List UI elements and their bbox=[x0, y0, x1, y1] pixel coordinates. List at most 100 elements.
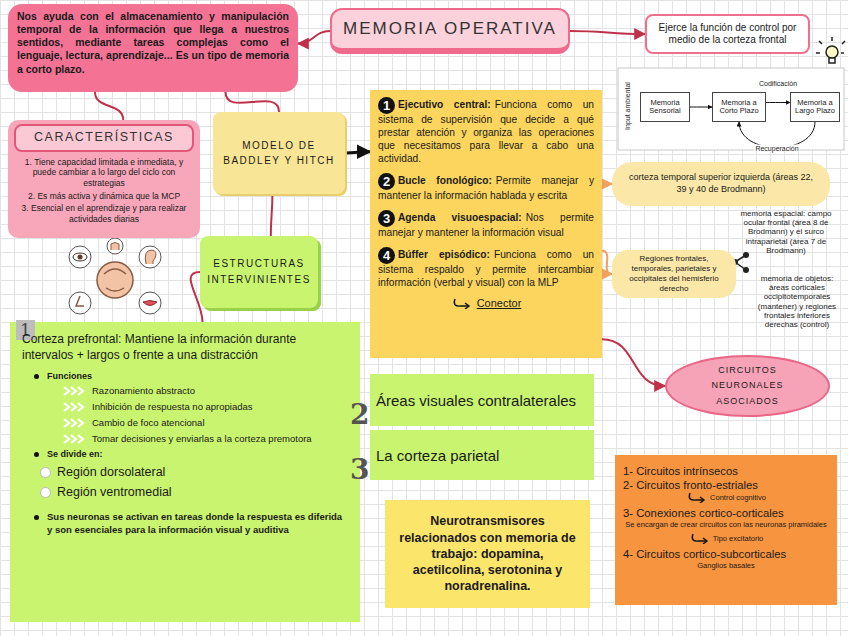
text-wrap: Regiones frontales, temporales, parietal… bbox=[620, 254, 728, 294]
text-wrap: Neurotransmisores relacionados con memor… bbox=[395, 513, 580, 594]
text-wrap: 1Corteza prefrontal: Mantiene la informa… bbox=[22, 332, 350, 537]
text-row: MODELO DE BADDLEY Y HITCH bbox=[219, 138, 339, 168]
text-row: Corteza prefrontal: Mantiene la informac… bbox=[22, 332, 350, 363]
region-pill: Regiones frontales, temporales, parietal… bbox=[612, 250, 736, 298]
text-wrap: Memoria a Corto Plazo bbox=[714, 99, 764, 116]
structure-box: 2Áreas visuales contralaterales bbox=[370, 374, 594, 426]
text: Áreas visuales contralaterales bbox=[376, 392, 576, 409]
bullet-dot bbox=[34, 374, 39, 379]
text-wrap: corteza temporal superior izquierda (áre… bbox=[624, 172, 818, 195]
text: 1- Circuitos intrínsecos bbox=[623, 465, 738, 477]
text-row: Región dorsolateral bbox=[40, 465, 350, 479]
text-wrap: 1Ejecutivo central:Funciona como un sist… bbox=[378, 97, 594, 311]
bullet-circle bbox=[40, 487, 51, 498]
callout-number: 4 bbox=[378, 247, 395, 264]
connector bbox=[570, 31, 645, 34]
arrow-stroke bbox=[689, 493, 703, 500]
chevron-bullet bbox=[62, 386, 86, 396]
text: 3. Esencial en el aprendizaje y para rea… bbox=[22, 203, 187, 224]
text-row: 2- Circuitos fronto-estriales bbox=[623, 479, 829, 491]
text-row: corteza temporal superior izquierda (áre… bbox=[624, 172, 818, 195]
text-wrap: CIRCUITOS NEURONALES ASOCIADOS bbox=[685, 363, 810, 409]
text: Memoria a Largo Plazo bbox=[795, 98, 835, 115]
text-row: Se divide en: bbox=[34, 449, 350, 459]
text: MEMORIA OPERATIVA bbox=[343, 19, 557, 38]
text: Tomar decisiones y enviarlas a la cortez… bbox=[92, 433, 312, 444]
connector bbox=[226, 92, 280, 112]
text-row: Regiones frontales, temporales, parietal… bbox=[620, 254, 728, 294]
text-row: Inhibición de respuesta no apropiadas bbox=[62, 401, 350, 412]
structures-box: ESTRUCTURAS INTERVINIENTES bbox=[200, 236, 318, 308]
edge-label: Codificación bbox=[758, 79, 798, 86]
text-row: 3. Esencial en el aprendizaje y para rea… bbox=[14, 203, 194, 224]
model-box: MODELO DE BADDLEY Y HITCH bbox=[213, 112, 345, 194]
chevron-stroke bbox=[64, 403, 69, 411]
chevron-stroke bbox=[78, 387, 83, 395]
text-row: CARACTERÍSTICAS bbox=[14, 124, 194, 152]
text-wrap: ESTRUCTURAS INTERVINIENTES bbox=[206, 256, 312, 288]
text-row: 1. Tiene capacidad limitada e inmediata,… bbox=[14, 157, 194, 189]
bullet-dot bbox=[34, 452, 39, 457]
callout-number: 3 bbox=[350, 453, 369, 486]
text-row: ESTRUCTURAS INTERVINIENTES bbox=[206, 256, 312, 288]
arrow-stroke bbox=[454, 299, 468, 306]
text-wrap: Memoria a Largo Plazo bbox=[792, 99, 838, 116]
arrow-head bbox=[700, 497, 704, 503]
text-row: Tomar decisiones y enviarlas a la cortez… bbox=[62, 433, 350, 444]
text: 3- Conexiones cortico-corticales bbox=[623, 507, 784, 519]
text: Ganglios basales bbox=[697, 561, 755, 570]
text-row: 3- Conexiones cortico-corticales bbox=[623, 507, 829, 519]
text-row: La corteza parietal bbox=[376, 447, 499, 464]
memory-stage-box: Memoria Sensorial bbox=[640, 92, 690, 122]
callout-number: 1 bbox=[378, 97, 395, 114]
region-note: memoria espacial: campo ocular frontal (… bbox=[730, 209, 842, 255]
text: Se divide en: bbox=[47, 449, 103, 459]
text: Cambio de foco atencional bbox=[92, 417, 205, 428]
region-pill: corteza temporal superior izquierda (áre… bbox=[612, 162, 830, 206]
text: Memoria Sensorial bbox=[649, 98, 680, 115]
text-row: Memoria a Corto Plazo bbox=[714, 99, 764, 116]
text-wrap: MODELO DE BADDLEY Y HITCH bbox=[219, 138, 339, 168]
text-row: Ejerce la función de control por medio d… bbox=[655, 22, 800, 47]
text-wrap: MEMORIA OPERATIVA bbox=[343, 19, 557, 39]
chevron-stroke bbox=[78, 419, 83, 427]
arrow-stroke bbox=[692, 534, 706, 541]
chevron-stroke bbox=[71, 435, 76, 443]
text-wrap: Nos ayuda con el almacenamiento y manipu… bbox=[17, 10, 289, 76]
connector bbox=[690, 107, 712, 108]
edge-label: Recuperación bbox=[754, 144, 799, 151]
axis-label: Input ambiental bbox=[624, 81, 632, 131]
text-wrap: 2Áreas visuales contralaterales bbox=[376, 392, 576, 409]
features-box: CARACTERÍSTICAS 1. Tiene capacidad limita… bbox=[8, 120, 200, 238]
text: CIRCUITOS NEURONALES ASOCIADOS bbox=[711, 365, 783, 406]
callout-number: 3 bbox=[378, 210, 395, 227]
curved-arrow-icon bbox=[451, 298, 471, 309]
connector bbox=[766, 102, 790, 103]
prefrontal-box: 1Corteza prefrontal: Mantiene la informa… bbox=[10, 322, 360, 622]
text-row: Funciones bbox=[34, 371, 350, 381]
connector bbox=[602, 183, 612, 185]
text: Región dorsolateral bbox=[57, 465, 165, 479]
connector bbox=[271, 194, 273, 236]
text: 4- Circuitos cortico-subcorticales bbox=[623, 548, 786, 560]
text: Razonamiento abstracto bbox=[92, 385, 195, 396]
chevron-stroke bbox=[71, 403, 76, 411]
text-row: Cambio de foco atencional bbox=[62, 417, 350, 428]
text: Agenda visuoespacial: bbox=[398, 212, 522, 223]
text-row: 2. Es más activa y dinámica que la MCP bbox=[14, 191, 194, 202]
text-row: 3Agenda visuoespacial:Nos permite maneja… bbox=[378, 210, 594, 240]
text-row: Memoria Sensorial bbox=[642, 99, 688, 116]
connector bbox=[602, 339, 665, 386]
text: Regiones frontales, temporales, parietal… bbox=[629, 254, 718, 293]
text-wrap: 1- Circuitos intrínsecos 2- Circuitos fro… bbox=[623, 465, 829, 570]
text: Neurotransmisores relacionados con memor… bbox=[399, 514, 575, 593]
text-row: 1Ejecutivo central:Funciona como un sist… bbox=[378, 97, 594, 166]
text-row: Áreas visuales contralaterales bbox=[376, 392, 576, 409]
memory-stage-box: Memoria a Corto Plazo bbox=[712, 92, 766, 122]
text: Inhibición de respuesta no apropiadas bbox=[92, 401, 253, 412]
text-row: Se encargan de crear circuitos con las n… bbox=[623, 520, 829, 529]
text-wrap: Memoria Sensorial bbox=[642, 99, 688, 116]
text: corteza temporal superior izquierda (áre… bbox=[629, 172, 813, 194]
text-row: Sus neuronas se activan en tareas donde … bbox=[34, 511, 350, 537]
text-row: Memoria a Largo Plazo bbox=[792, 99, 838, 116]
